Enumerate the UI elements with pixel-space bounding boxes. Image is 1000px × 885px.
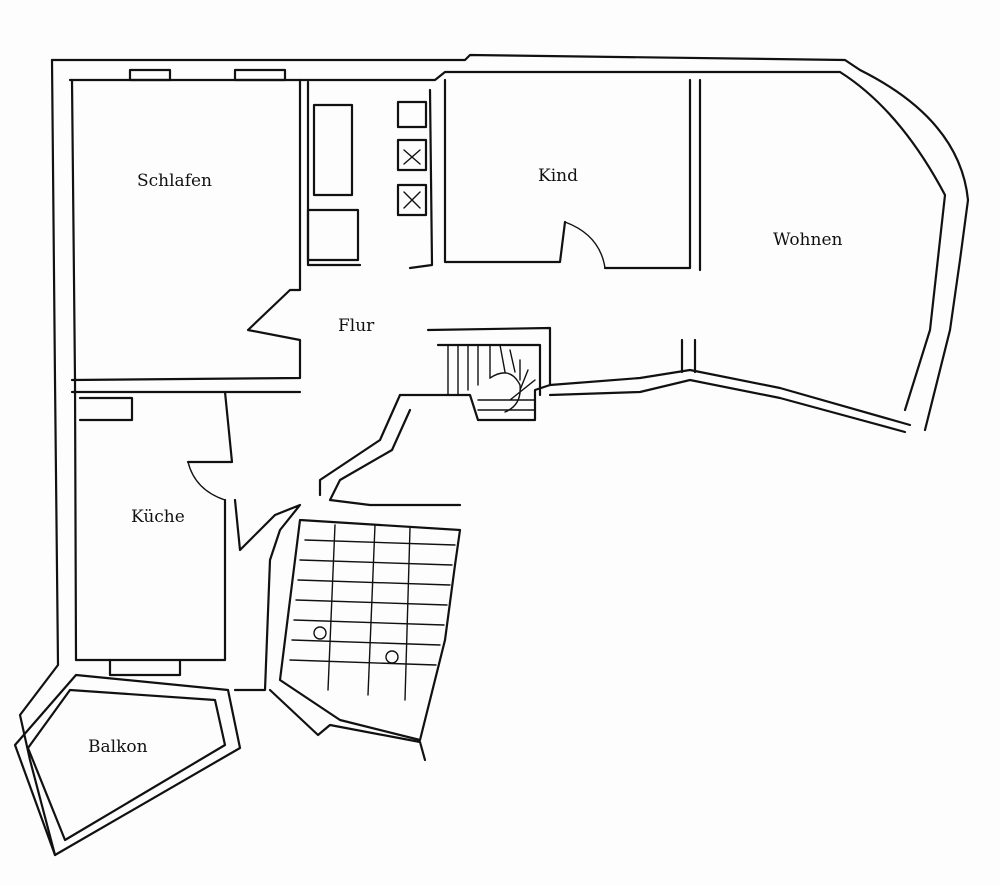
room-label-kind: Kind — [538, 166, 578, 186]
room-label-flur: Flur — [338, 316, 375, 336]
corridor-walls — [318, 393, 462, 507]
room-label-balkon: Balkon — [88, 737, 148, 757]
room-schlafen-walls — [70, 68, 302, 394]
main-staircase — [268, 518, 462, 762]
room-label-kueche: Küche — [131, 507, 185, 527]
room-kueche-walls — [74, 390, 302, 692]
room-label-wohnen: Wohnen — [773, 230, 843, 250]
spiral-staircase — [398, 326, 552, 422]
outer-walls — [18, 53, 970, 857]
room-wohnen-walls — [548, 338, 912, 434]
bathroom-fixtures — [306, 80, 434, 270]
room-label-schlafen: Schlafen — [137, 171, 212, 191]
room-balkon-walls — [13, 673, 242, 857]
room-kind-walls — [443, 78, 702, 272]
